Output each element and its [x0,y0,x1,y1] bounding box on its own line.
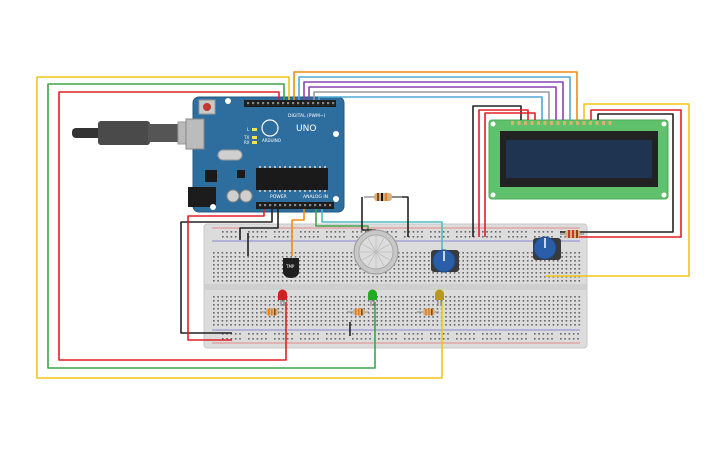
resistor-led-yellow[interactable] [417,308,439,316]
wire-red-lcd-left-2[interactable] [484,112,536,237]
led-l [252,128,257,131]
wire-orange-lcd[interactable] [293,71,578,120]
voltage-regulator [205,170,217,182]
usb-cable [72,121,197,145]
capacitor [226,189,240,203]
temperature-sensor[interactable]: TMP [283,258,299,278]
arduino-logo-text: ARDUINO [262,138,281,143]
led-rx [252,141,257,144]
led-rx-label: RX [244,140,250,145]
power-jack [188,187,216,207]
digital-label: DIGITAL (PWM~) [288,113,326,119]
potentiometer-2[interactable] [533,236,561,260]
leds [278,289,444,307]
breadboard-holes [213,252,581,326]
led-tx [252,136,257,139]
board-brand-label: UNO [296,124,316,134]
led-red[interactable] [278,289,287,307]
wire-red-5v[interactable] [187,209,265,341]
reset-button-cap [203,103,211,111]
mounting-hole [225,98,231,104]
gas-sensor-mesh [360,236,392,268]
wire-black-lcd-right[interactable] [560,113,674,233]
wire-red-outer[interactable] [58,91,287,361]
led-yellow[interactable] [435,289,444,307]
usb-port [185,118,205,150]
crystal-oscillator [217,149,243,161]
analog-in-label: ANALOG IN [303,194,328,200]
lcd-16x2-display[interactable] [488,119,669,200]
wire-orange-a0[interactable] [291,209,305,256]
capacitor [239,189,253,203]
wire-yellow-lcd-right[interactable] [545,103,690,277]
wire-red-lcd-left[interactable] [478,109,529,237]
resistor-led-green[interactable] [347,308,369,316]
small-chip [237,170,245,178]
wire-gray-lcd[interactable] [313,91,550,120]
resistor-sensor[interactable] [364,193,402,201]
wire-black-gnd-2[interactable] [239,209,279,240]
resistor-led-red[interactable] [260,308,282,316]
temp-sensor-label: TMP [285,264,295,269]
analog-power-header [259,204,332,207]
mounting-hole [210,204,216,210]
gas-sensor[interactable] [353,229,399,275]
arduino-logo-icon [261,119,279,137]
wire-purple-lcd-2[interactable] [308,86,557,120]
wire-teal-a1[interactable] [321,209,443,250]
led-resistors [260,308,439,316]
lcd-header-pins [511,121,612,125]
led-tx-label: TX [243,135,249,140]
wire-green-outer[interactable] [47,83,376,369]
arduino-uno-board[interactable]: L TX RX UNO ARDUINO DIGITAL (PWM~) POWER… [185,96,345,213]
potentiometer-1[interactable] [431,249,459,273]
chip-pins [259,166,326,192]
wires [36,71,690,379]
wire-black-gnd[interactable] [180,209,273,334]
led-l-label: L [247,127,250,132]
power-label: POWER [270,194,287,200]
atmega-chip [256,168,328,190]
lcd-screen [506,140,652,178]
digital-header [247,102,335,105]
wire-purple-lcd[interactable] [303,81,564,120]
mounting-hole [333,131,339,137]
wire-blue-lcd[interactable] [298,76,571,120]
mounting-hole [333,196,339,202]
resistor-lcd[interactable] [560,230,584,238]
breadboard[interactable] [203,223,588,349]
led-green[interactable] [368,289,377,307]
wire-red-lcd-right[interactable] [575,109,682,238]
wire-blue-lcd-2[interactable] [318,96,543,120]
wire-yellow-outer[interactable] [36,76,443,379]
